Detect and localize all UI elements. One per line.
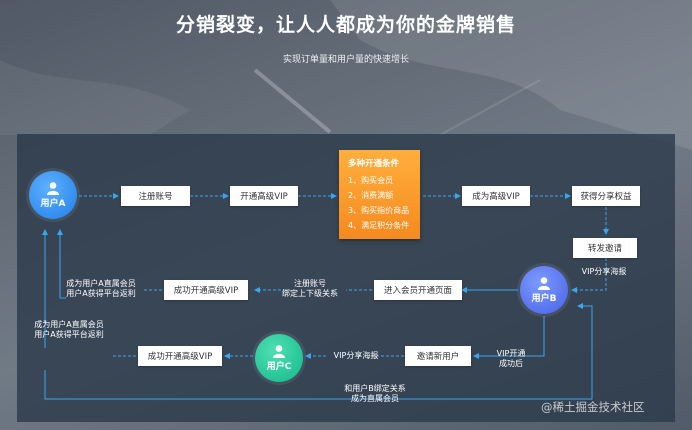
conditions-list: 1、购买会员 2、消费满额 3、购买指价商品 4、满足积分条件 — [348, 173, 409, 233]
condition-item: 1、购买会员 — [348, 176, 394, 185]
bind-with-b-label: 和用户B绑定关系 成为直属会员 — [335, 384, 415, 404]
user-icon — [538, 277, 550, 290]
success-open-vip-box-2: 成功开通高级VIP — [138, 346, 222, 366]
success-open-vip-box: 成功开通高级VIP — [164, 280, 248, 300]
enter-member-page-box: 进入会员开通页面 — [374, 280, 462, 300]
become-vip-box: 成为高级VIP — [462, 186, 530, 206]
user-c-node: 用户C — [255, 334, 303, 382]
page-subtitle: 实现订单量和用户量的快速增长 — [282, 55, 409, 65]
vip-opened-line: VIP开通 — [496, 349, 526, 358]
condition-item: 4、满足积分条件 — [348, 221, 410, 230]
rebate-line: 成为用户A直属会员 — [66, 279, 136, 288]
user-b-node: 用户B — [520, 266, 568, 314]
vip-share-poster-label: VIP分享海报 — [581, 267, 627, 276]
rebate-line: 用户A获得平台返利 — [66, 289, 136, 298]
vip-opened-line: 成功后 — [499, 359, 523, 368]
bind-with-b-line: 成为直属会员 — [351, 394, 399, 403]
direct-member-rebate-label: 成为用户A直属会员 用户A获得平台返利 — [61, 279, 141, 299]
user-a-label: 用户A — [40, 199, 66, 209]
open-vip-box: 开通高级VIP — [230, 186, 298, 206]
rebate-line: 用户A获得平台返利 — [34, 330, 104, 339]
rebate-line: 成为用户A直属会员 — [34, 320, 104, 329]
condition-item: 3、购买指价商品 — [348, 206, 410, 215]
vip-opened-label: VIP开通 成功后 — [486, 349, 536, 369]
direct-member-rebate-label-2: 成为用户A直属会员 用户A获得平台返利 — [29, 320, 109, 340]
condition-item: 2、消费满额 — [348, 191, 394, 200]
forward-invite-box: 转发邀请 — [573, 238, 637, 258]
user-icon — [47, 182, 59, 195]
invite-new-user-box: 邀请新用户 — [405, 346, 471, 366]
get-share-rights-box: 获得分享权益 — [572, 186, 640, 206]
register-bind-label: 注册账号 绑定上下级关系 — [270, 279, 350, 299]
user-c-label: 用户C — [266, 362, 292, 372]
user-icon — [273, 345, 285, 358]
conditions-card: 多种开通条件 1、购买会员 2、消费满额 3、购买指价商品 4、满足积分条件 — [339, 150, 420, 239]
watermark: @稀土掘金技术社区 — [541, 400, 645, 414]
conditions-title: 多种开通条件 — [348, 159, 400, 169]
register-bind-line: 绑定上下级关系 — [282, 289, 338, 298]
user-a-node: 用户A — [29, 171, 77, 219]
vip-share-poster-label-2: VIP分享海报 — [333, 351, 379, 360]
register-account-box: 注册账号 — [121, 186, 190, 206]
bind-with-b-line: 和用户B绑定关系 — [344, 384, 406, 393]
page-title: 分销裂变，让人人都成为你的金牌销售 — [175, 14, 516, 36]
user-b-label: 用户B — [531, 294, 557, 304]
register-bind-line: 注册账号 — [294, 279, 326, 288]
